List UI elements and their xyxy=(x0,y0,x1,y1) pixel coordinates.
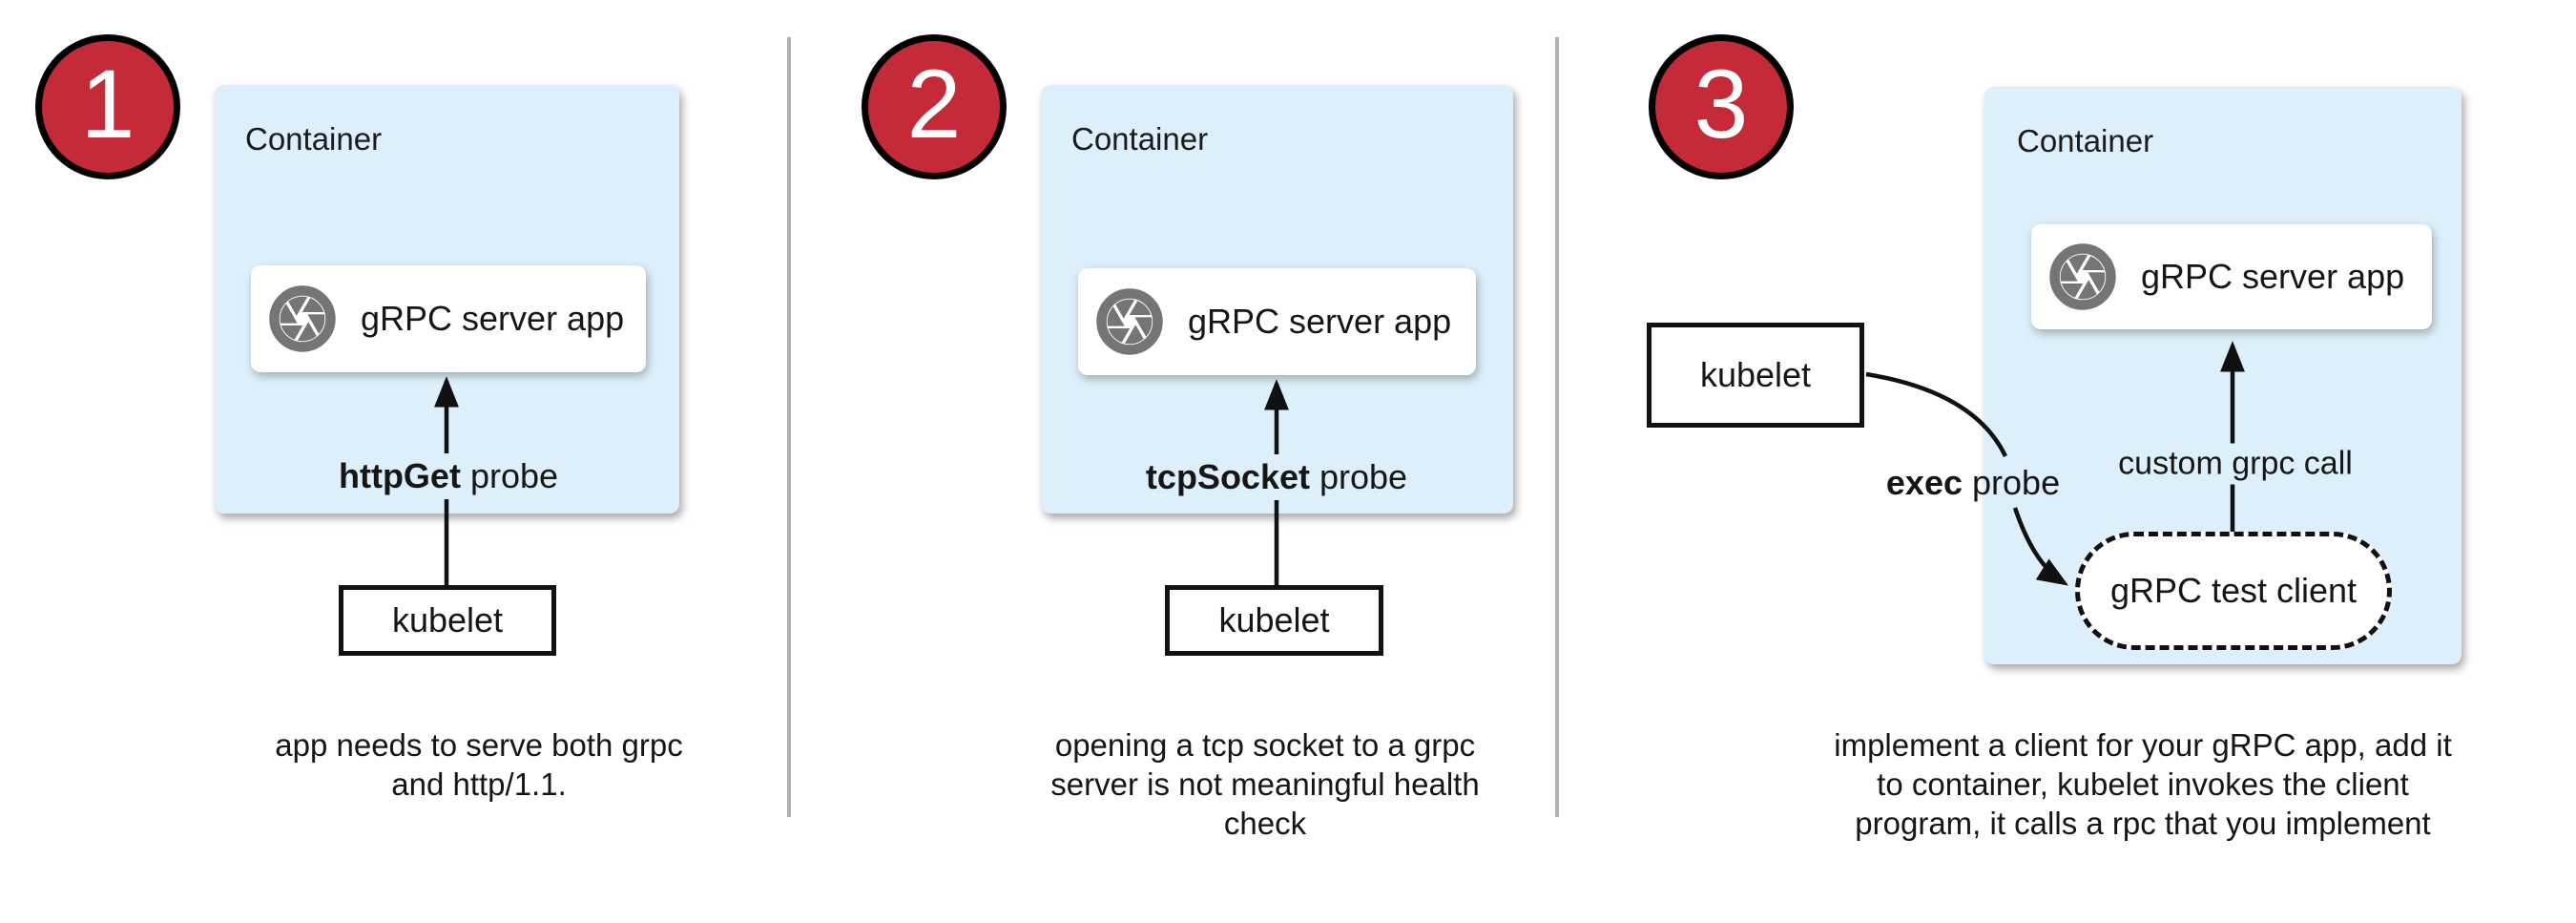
httpget-probe-label: httpGet probe xyxy=(329,453,568,499)
step-number: 3 xyxy=(1693,50,1749,158)
step-badge-1: 1 xyxy=(35,34,180,179)
grpc-test-client-box: gRPC test client xyxy=(2075,532,2392,650)
caption-line: check xyxy=(1223,806,1307,841)
container-label-3: Container xyxy=(2017,123,2154,158)
kubelet-label: kubelet xyxy=(1218,600,1330,640)
grpc-server-app-label: gRPC server app xyxy=(361,299,625,338)
caption-line: program, it calls a rpc that you impleme… xyxy=(1855,806,2431,841)
caption-line: to container, kubelet invokes the client xyxy=(1877,766,2409,802)
grpc-server-app-box-2: gRPC server app xyxy=(1078,268,1476,375)
probe-suffix: probe xyxy=(1309,457,1408,496)
kubelet-box-3: kubelet xyxy=(1647,323,1864,428)
step-number: 1 xyxy=(80,50,135,158)
caption-line: and http/1.1. xyxy=(391,766,567,802)
kubelet-box-1: kubelet xyxy=(339,585,556,656)
aperture-icon xyxy=(1096,288,1163,355)
caption-1: app needs to serve both grpc and http/1.… xyxy=(275,725,682,804)
caption-line: server is not meaningful health xyxy=(1050,766,1480,802)
grpc-test-client-label: gRPC test client xyxy=(2109,571,2358,610)
step-badge-2: 2 xyxy=(862,34,1007,179)
custom-grpc-call-label: custom grpc call xyxy=(2109,443,2362,485)
aperture-icon xyxy=(269,285,336,352)
probe-suffix: probe xyxy=(460,456,559,495)
grpc-server-app-label: gRPC server app xyxy=(2141,257,2405,296)
caption-line: app needs to serve both grpc xyxy=(275,727,683,763)
grpc-server-app-box-3: gRPC server app xyxy=(2031,224,2432,329)
kubelet-label: kubelet xyxy=(1699,355,1812,394)
panel-divider-1 xyxy=(787,37,791,817)
probe-suffix: probe xyxy=(1963,463,2061,502)
probe-name: tcpSocket xyxy=(1145,457,1310,496)
container-label-1: Container xyxy=(245,121,383,157)
container-label-2: Container xyxy=(1071,121,1209,157)
caption-line: opening a tcp socket to a grpc xyxy=(1054,727,1476,763)
grpc-server-app-label: gRPC server app xyxy=(1188,302,1452,341)
caption-3: implement a client for your gRPC app, ad… xyxy=(1834,725,2451,843)
caption-2: opening a tcp socket to a grpc server is… xyxy=(1050,725,1479,843)
caption-line: implement a client for your gRPC app, ad… xyxy=(1834,727,2452,763)
probe-name: httpGet xyxy=(338,456,461,495)
aperture-icon xyxy=(2049,243,2116,310)
kubelet-box-2: kubelet xyxy=(1165,585,1383,656)
exec-probe-label: exec probe xyxy=(1878,460,2068,506)
probe-name: exec xyxy=(1885,463,1963,502)
panel-divider-2 xyxy=(1555,37,1559,817)
step-badge-3: 3 xyxy=(1649,34,1794,179)
tcpsocket-probe-label: tcpSocket probe xyxy=(1136,454,1417,500)
step-number: 2 xyxy=(906,50,962,158)
grpc-server-app-box-1: gRPC server app xyxy=(251,265,646,372)
kubelet-label: kubelet xyxy=(391,600,504,640)
